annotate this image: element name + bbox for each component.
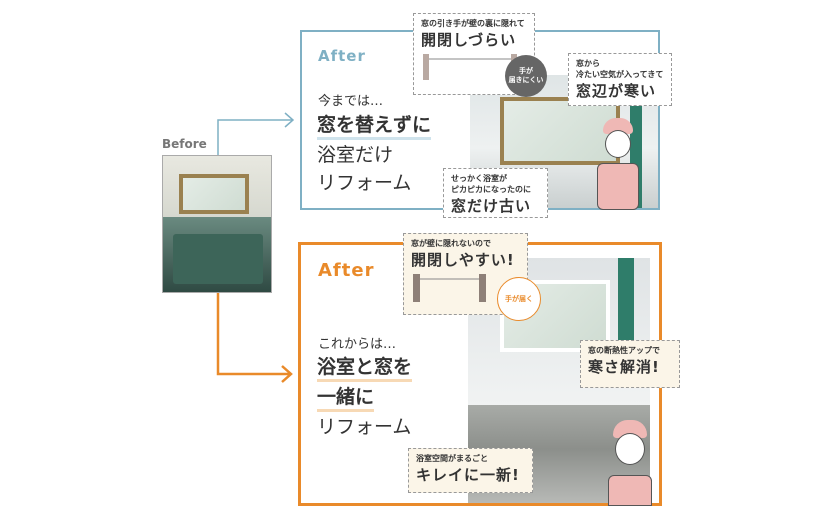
callout-big: 寒さ解消! <box>588 358 660 376</box>
proposed-headline-1: 浴室と窓を <box>317 352 412 382</box>
happy-woman-illustration <box>605 420 655 506</box>
window-handle-illustration <box>413 274 486 302</box>
current-lead: 今までは… <box>318 94 384 109</box>
callout-small: 窓から 冷たい空気が入ってきて <box>576 59 664 79</box>
callout-big: 窓辺が寒い <box>576 82 657 100</box>
proposed-line3: リフォーム <box>317 416 412 438</box>
current-headline: 窓を替えずに <box>317 110 431 140</box>
callout-no-cold: 窓の断熱性アップで 寒さ解消! <box>580 340 680 388</box>
cold-woman-illustration <box>595 118 640 210</box>
proposed-headline-2: 一緒に <box>317 382 374 412</box>
orange-arrow <box>216 293 293 383</box>
callout-big: 開閉しづらい <box>421 31 517 49</box>
callout-small: 窓の引き手が壁の裏に隠れて <box>421 19 525 28</box>
callout-small: せっかく浴室が ピカピカになったのに <box>451 174 531 194</box>
callout-small: 浴室空間がまるごと <box>416 454 488 463</box>
before-bathroom-photo <box>162 155 272 293</box>
hard-to-reach-bubble: 手が 届きにくい <box>505 55 547 97</box>
before-label: Before <box>162 137 207 151</box>
callout-all-new: 浴室空間がまるごと キレイに一新! <box>408 448 533 493</box>
callout-old-window: せっかく浴室が ピカピカになったのに 窓だけ古い <box>443 168 548 218</box>
reachable-bubble: 手が届く <box>497 277 541 321</box>
callout-easy-to-open: 窓が壁に隠れないので 開閉しやすい! <box>403 233 528 315</box>
current-line2: 浴室だけ <box>317 144 394 166</box>
callout-big: 窓だけ古い <box>451 197 532 215</box>
callout-big: 開閉しやすい! <box>411 251 515 269</box>
current-line3: リフォーム <box>317 172 412 194</box>
callout-big: キレイに一新! <box>416 466 520 484</box>
callout-small: 窓の断熱性アップで <box>588 346 660 355</box>
proposed-lead: これからは… <box>318 337 397 352</box>
blue-arrow <box>217 112 295 155</box>
callout-cold-window: 窓から 冷たい空気が入ってきて 窓辺が寒い <box>568 53 672 106</box>
after-label-orange: After <box>318 260 375 281</box>
after-label-blue: After <box>318 47 366 65</box>
callout-small: 窓が壁に隠れないので <box>411 239 491 248</box>
